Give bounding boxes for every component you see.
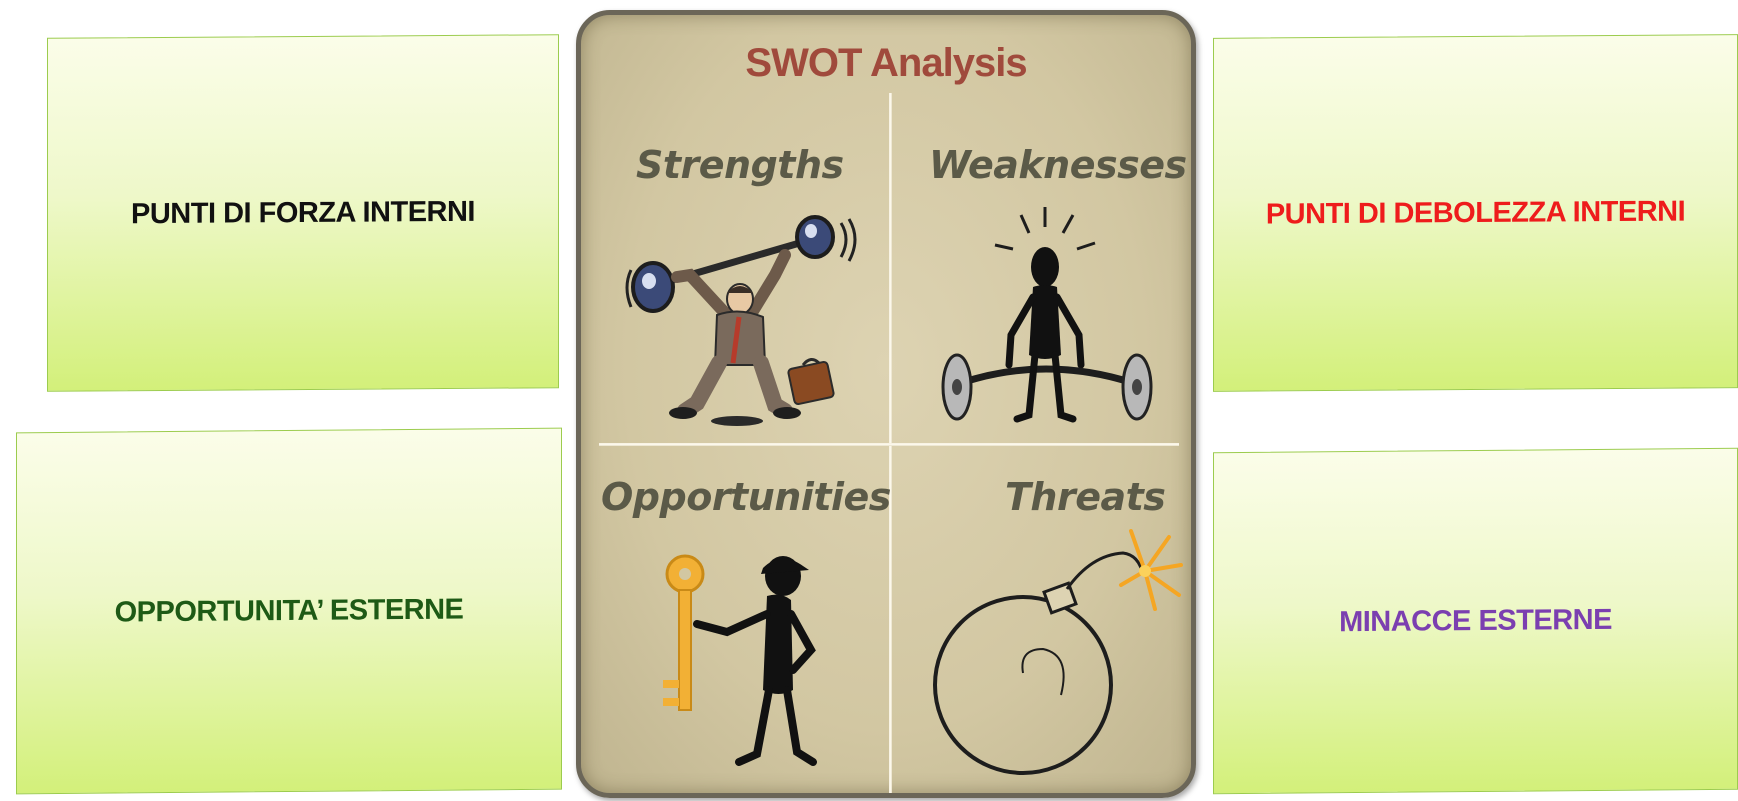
note-internal-weaknesses: PUNTI DI DEBOLEZZA INTERNI	[1213, 34, 1738, 392]
note-external-threats: MINACCE ESTERNE	[1213, 447, 1738, 795]
heading-strengths: Strengths	[636, 143, 844, 187]
quadrant-divider-horizontal	[599, 443, 1179, 446]
note-label-opportunities: OPPORTUNITA’ ESTERNE	[114, 592, 464, 629]
lit-bomb-icon	[933, 529, 1183, 775]
note-external-opportunities: OPPORTUNITA’ ESTERNE	[16, 427, 562, 795]
swot-title: SWOT Analysis	[745, 41, 1027, 85]
note-label-strengths: PUNTI DI FORZA INTERNI	[131, 195, 475, 230]
person-with-key-icon	[663, 554, 817, 766]
swot-panel: SWOT Analysis Strengths Weaknesses Oppor…	[576, 10, 1196, 798]
note-label-weaknesses: PUNTI DI DEBOLEZZA INTERNI	[1265, 195, 1686, 230]
note-label-threats: MINACCE ESTERNE	[1339, 603, 1612, 638]
heading-threats: Threats	[1005, 475, 1166, 519]
weightlifter-businessman-icon	[625, 215, 857, 426]
heading-weaknesses: Weaknesses	[929, 143, 1187, 187]
struggling-weightlifter-icon	[941, 207, 1153, 423]
note-internal-strengths: PUNTI DI FORZA INTERNI	[47, 34, 559, 392]
heading-opportunities: Opportunities	[601, 475, 891, 519]
